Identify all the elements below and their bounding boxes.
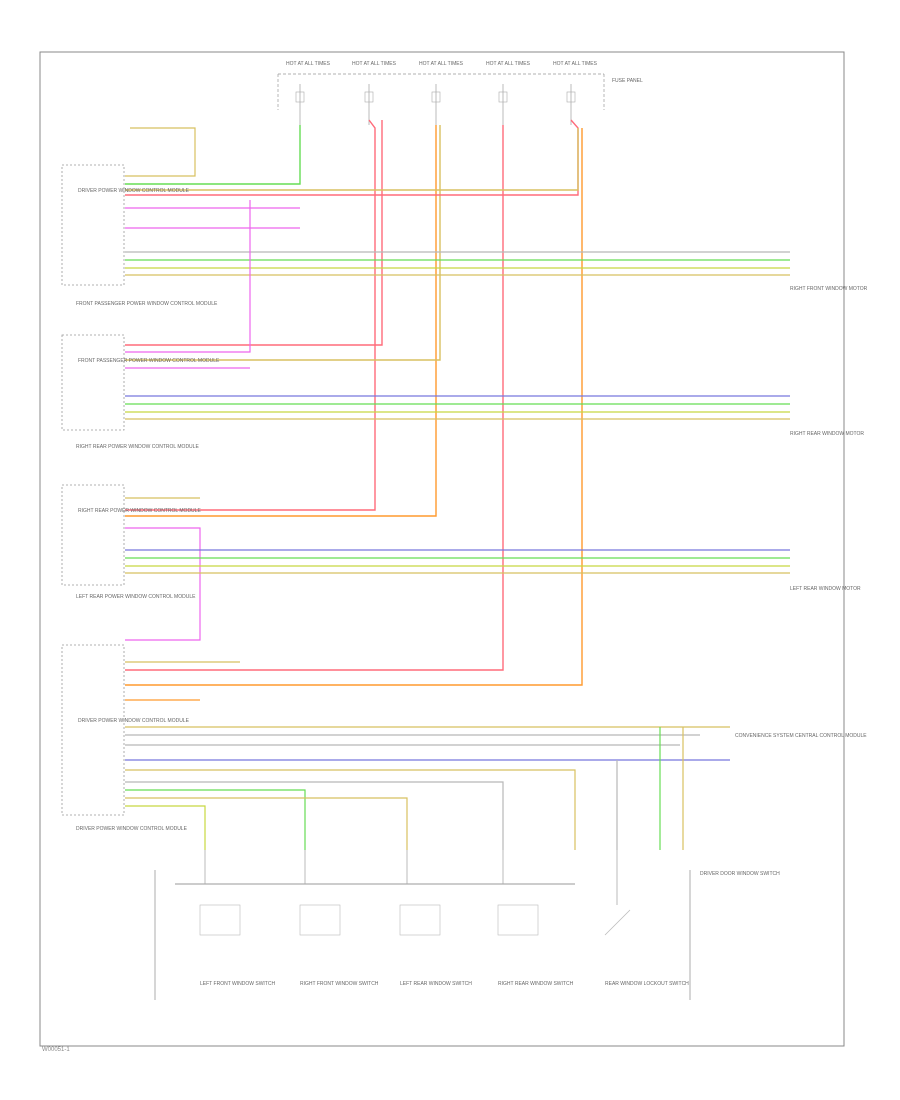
module-3-caption: LEFT REAR POWER WINDOW CONTROL MODULE [76, 594, 196, 600]
switch-bank: LEFT FRONT WINDOW SWITCH RIGHT FRONT WIN… [154, 850, 691, 1000]
module-2: FRONT PASSENGER POWER WINDOW CONTROL MOD… [61, 200, 790, 450]
fuse-box-label: FUSE PANEL [612, 78, 643, 84]
switch-block-label: DRIVER DOOR WINDOW SWITCH [700, 871, 780, 877]
body-module-label: CONVENIENCE SYSTEM CENTRAL CONTROL MODUL… [735, 733, 867, 739]
page-id: W00051-1 [42, 1047, 70, 1053]
motor-1-label: RIGHT FRONT WINDOW MOTOR [790, 286, 868, 292]
switch-3-label: LEFT REAR WINDOW SWITCH [400, 981, 472, 987]
fuse-1-label: HOT AT ALL TIMES [286, 61, 331, 67]
module-3: RIGHT REAR POWER WINDOW CONTROL MODULE L… [61, 484, 790, 641]
fuse-4: HOT AT ALL TIMES [486, 61, 531, 125]
diagram-frame [39, 51, 845, 1047]
switch-2-label: RIGHT FRONT WINDOW SWITCH [300, 981, 379, 987]
module-1: DRIVER POWER WINDOW CONTROL MODULE FRONT… [61, 127, 790, 307]
module-2-caption: RIGHT REAR POWER WINDOW CONTROL MODULE [76, 444, 199, 450]
module-1-name: DRIVER POWER WINDOW CONTROL MODULE [78, 188, 190, 194]
switch-5-label: REAR WINDOW LOCKOUT SWITCH [605, 981, 689, 987]
fuse-4-label: HOT AT ALL TIMES [486, 61, 531, 67]
switch-1-label: LEFT FRONT WINDOW SWITCH [200, 981, 275, 987]
module-1-caption: FRONT PASSENGER POWER WINDOW CONTROL MOD… [76, 301, 218, 307]
fuse-1: HOT AT ALL TIMES [286, 61, 331, 125]
module-4: DRIVER POWER WINDOW CONTROL MODULE DRIVE… [61, 644, 730, 850]
motor-3-label: LEFT REAR WINDOW MOTOR [790, 586, 861, 592]
motor-2-label: RIGHT REAR WINDOW MOTOR [790, 431, 864, 437]
switch-5: REAR WINDOW LOCKOUT SWITCH [604, 850, 689, 987]
right-labels: RIGHT FRONT WINDOW MOTOR RIGHT REAR WIND… [700, 286, 868, 877]
fuse-2: HOT AT ALL TIMES [352, 61, 397, 125]
fuse-3-label: HOT AT ALL TIMES [419, 61, 464, 67]
module-2-name: FRONT PASSENGER POWER WINDOW CONTROL MOD… [78, 358, 220, 364]
fuse-2-label: HOT AT ALL TIMES [352, 61, 397, 67]
fuse-5: HOT AT ALL TIMES [553, 61, 598, 125]
module-4-name: DRIVER POWER WINDOW CONTROL MODULE [78, 718, 190, 724]
switch-1: LEFT FRONT WINDOW SWITCH [199, 850, 275, 987]
switch-4-label: RIGHT REAR WINDOW SWITCH [498, 981, 574, 987]
switch-3: LEFT REAR WINDOW SWITCH [399, 850, 472, 987]
fuse-5-label: HOT AT ALL TIMES [553, 61, 598, 67]
module-3-name: RIGHT REAR POWER WINDOW CONTROL MODULE [78, 508, 201, 514]
switch-2: RIGHT FRONT WINDOW SWITCH [299, 850, 379, 987]
module-4-caption: DRIVER POWER WINDOW CONTROL MODULE [76, 826, 188, 832]
fuse-3: HOT AT ALL TIMES [419, 61, 464, 125]
switch-4: RIGHT REAR WINDOW SWITCH [497, 850, 574, 987]
power-feeds [125, 119, 583, 686]
fuse-header: FUSE PANEL HOT AT ALL TIMES HOT AT ALL T… [277, 61, 643, 125]
